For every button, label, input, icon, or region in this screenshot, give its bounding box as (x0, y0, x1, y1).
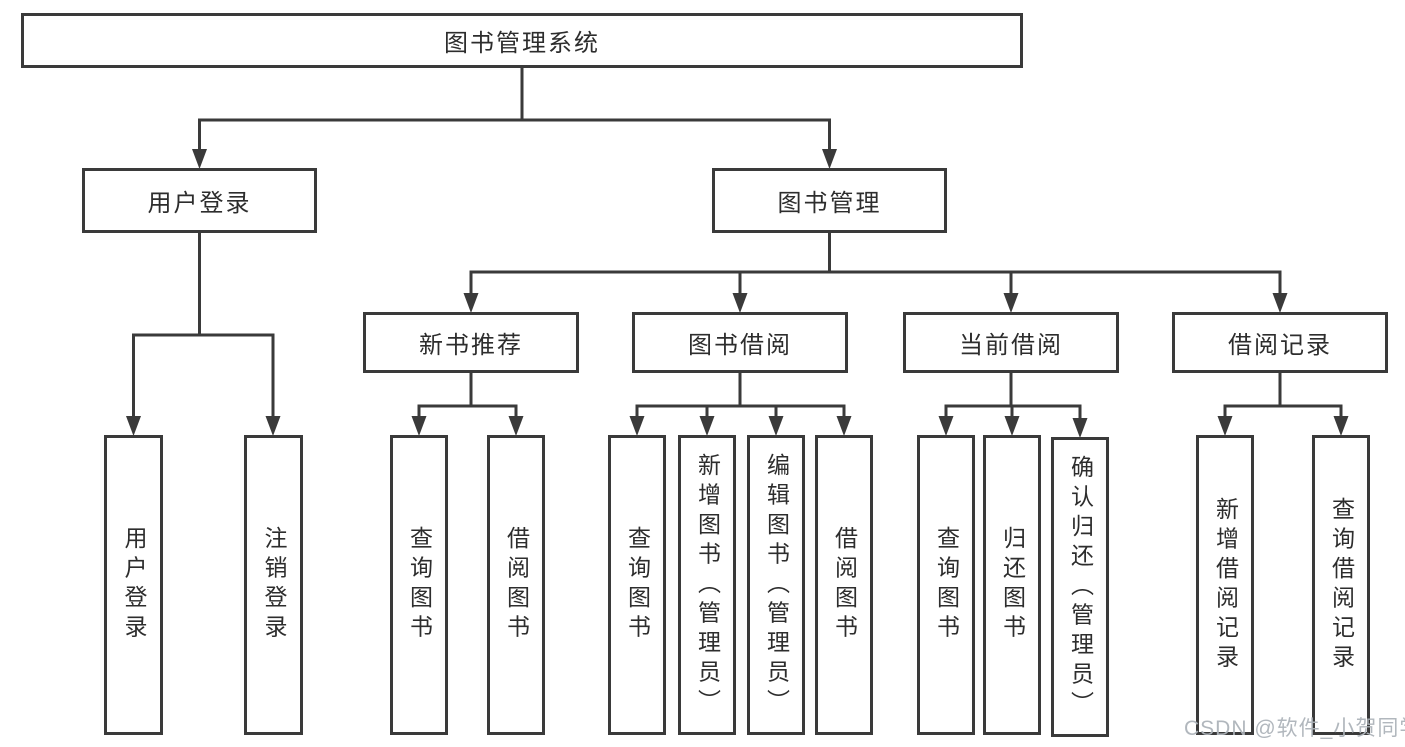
node-user-login-label: 用户登录 (147, 190, 252, 217)
leaf-borrow-add-label: 新增图书（管理员） (694, 452, 721, 718)
node-borrow-records: 借阅记录 (1172, 312, 1388, 373)
node-book-mgmt-label: 图书管理 (777, 190, 882, 217)
node-borrow-records-label: 借阅记录 (1228, 332, 1332, 359)
leaf-borrow-edit-label: 编辑图书（管理员） (763, 452, 790, 718)
leaf-current-confirm: 确认归还（管理员） (1051, 437, 1109, 737)
csdn-watermark: CSDN @软件_小贺同学 (1184, 717, 1405, 740)
leaf-current-query: 查询图书 (917, 435, 975, 735)
leaf-records-query-label: 查询借阅记录 (1328, 496, 1355, 674)
leaf-current-confirm-label: 确认归还（管理员） (1067, 454, 1094, 720)
node-book-borrow: 图书借阅 (632, 312, 848, 373)
leaf-borrow-query-label: 查询图书 (624, 526, 651, 644)
leaf-logout: 注销登录 (244, 435, 303, 735)
leaf-newbooks-query: 查询图书 (390, 435, 448, 735)
leaf-records-add-label: 新增借阅记录 (1212, 496, 1239, 674)
leaf-borrow-add: 新增图书（管理员） (678, 435, 736, 735)
leaf-logout-label: 注销登录 (261, 526, 287, 644)
leaf-newbooks-query-label: 查询图书 (406, 526, 433, 644)
leaf-borrow-edit: 编辑图书（管理员） (747, 435, 805, 735)
leaf-current-return-label: 归还图书 (999, 526, 1026, 644)
node-new-books-label: 新书推荐 (419, 332, 523, 359)
leaf-newbooks-borrow: 借阅图书 (487, 435, 545, 735)
node-current-borrow: 当前借阅 (903, 312, 1119, 373)
leaf-borrow-borrow-label: 借阅图书 (831, 526, 858, 644)
leaf-borrow-query: 查询图书 (608, 435, 666, 735)
leaf-borrow-borrow: 借阅图书 (815, 435, 873, 735)
leaf-user-login: 用户登录 (104, 435, 163, 735)
node-new-books: 新书推荐 (363, 312, 579, 373)
node-root-label: 图书管理系统 (444, 30, 600, 57)
node-root: 图书管理系统 (21, 13, 1023, 68)
leaf-current-return: 归还图书 (983, 435, 1041, 735)
node-book-borrow-label: 图书借阅 (688, 332, 792, 359)
leaf-records-add: 新增借阅记录 (1196, 435, 1254, 735)
leaf-newbooks-borrow-label: 借阅图书 (503, 526, 530, 644)
node-book-mgmt: 图书管理 (712, 168, 947, 233)
leaf-records-query: 查询借阅记录 (1312, 435, 1370, 735)
leaf-user-login-label: 用户登录 (121, 526, 147, 644)
leaf-current-query-label: 查询图书 (933, 526, 960, 644)
node-user-login: 用户登录 (82, 168, 317, 233)
node-current-borrow-label: 当前借阅 (959, 332, 1063, 359)
